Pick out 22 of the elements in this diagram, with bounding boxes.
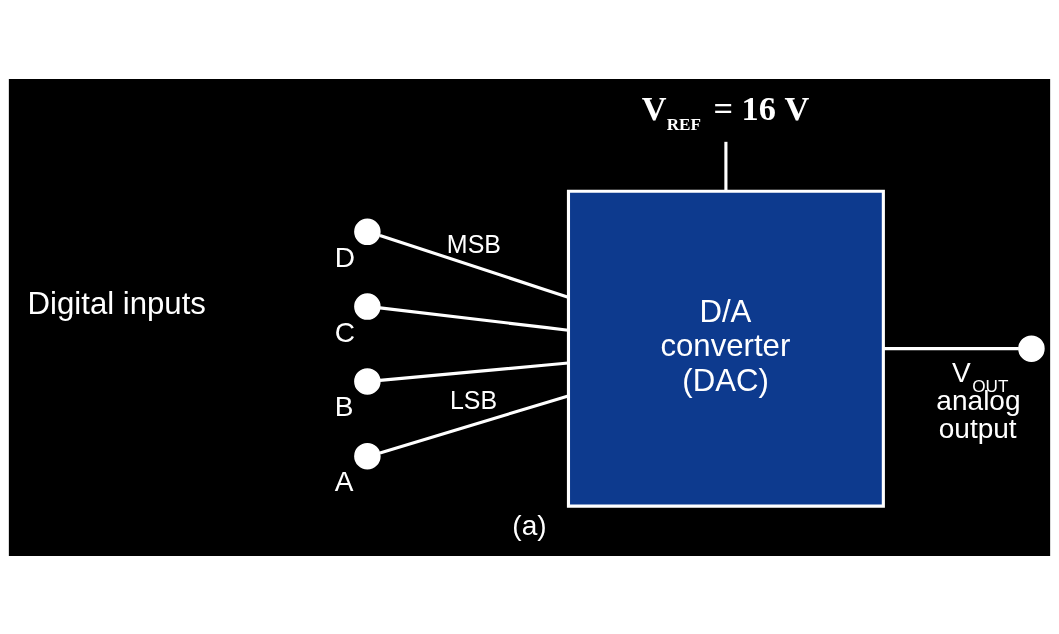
label: Digital inputs [27,285,206,321]
connector [379,361,569,382]
connector [379,233,569,299]
connector [379,305,569,332]
node-circle [354,367,381,395]
node-label: D [334,241,355,273]
node-label: B [334,390,354,422]
edge-label: MSB [446,229,501,258]
caption: (a) [512,509,547,541]
node-circle [354,292,381,320]
node-circle [354,442,381,469]
node-label: V$_{OUT}$ analog output [936,356,1021,444]
connector [724,141,728,191]
connector [379,393,569,454]
connector [883,346,1019,350]
node-label: A [334,465,354,497]
node-circle [354,218,381,245]
node-box: D/A converter (DAC) [566,189,885,508]
node-label: C [334,316,355,348]
node-text: V$_{REF}$ = 16 V [641,88,810,134]
node-circle [1018,334,1045,362]
edge-label: LSB [450,385,498,414]
